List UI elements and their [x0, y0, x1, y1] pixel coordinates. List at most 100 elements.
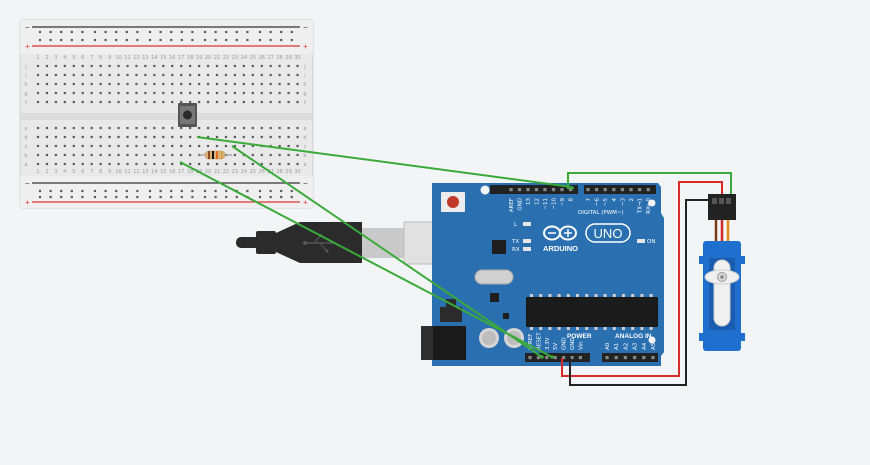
- rail-hole[interactable]: [258, 189, 262, 193]
- breadboard-hole[interactable]: [269, 153, 272, 157]
- breadboard-hole[interactable]: [63, 144, 66, 148]
- rail-hole[interactable]: [258, 30, 262, 34]
- rail-hole[interactable]: [60, 189, 63, 193]
- rail-hole[interactable]: [49, 30, 52, 34]
- rail-hole[interactable]: [125, 38, 128, 42]
- wire-green-button-to-5v[interactable]: [231, 145, 543, 358]
- breadboard-hole[interactable]: [36, 73, 40, 77]
- rail-hole[interactable]: [214, 195, 217, 199]
- breadboard-hole[interactable]: [72, 144, 75, 148]
- rail-hole[interactable]: [290, 195, 293, 199]
- breadboard-hole[interactable]: [171, 144, 174, 148]
- breadboard-hole[interactable]: [189, 82, 192, 86]
- breadboard-hole[interactable]: [206, 91, 210, 95]
- breadboard-hole[interactable]: [206, 135, 210, 139]
- rail-hole[interactable]: [280, 38, 283, 42]
- breadboard-hole[interactable]: [162, 135, 165, 139]
- breadboard-hole[interactable]: [153, 73, 156, 77]
- breadboard-hole[interactable]: [135, 100, 138, 104]
- breadboard-hole[interactable]: [171, 73, 174, 77]
- breadboard-hole[interactable]: [36, 135, 40, 139]
- breadboard-hole[interactable]: [287, 100, 290, 104]
- breadboard-hole[interactable]: [242, 100, 245, 104]
- rail-hole[interactable]: [81, 189, 84, 193]
- breadboard-hole[interactable]: [242, 73, 245, 77]
- breadboard-hole[interactable]: [278, 162, 281, 166]
- breadboard-hole[interactable]: [224, 126, 228, 130]
- breadboard-hole[interactable]: [224, 144, 228, 148]
- breadboard-hole[interactable]: [99, 82, 102, 86]
- power-pin[interactable]: [570, 356, 574, 360]
- breadboard-hole[interactable]: [180, 64, 183, 68]
- breadboard-hole[interactable]: [54, 153, 57, 157]
- rail-hole[interactable]: [38, 38, 42, 42]
- breadboard-hole[interactable]: [117, 64, 120, 68]
- breadboard-hole[interactable]: [251, 100, 254, 104]
- breadboard-hole[interactable]: [206, 126, 210, 130]
- breadboard-hole[interactable]: [144, 135, 147, 139]
- breadboard-hole[interactable]: [81, 135, 84, 139]
- breadboard-hole[interactable]: [99, 153, 102, 157]
- rail-hole[interactable]: [148, 189, 152, 193]
- rail-hole[interactable]: [60, 38, 63, 42]
- breadboard-hole[interactable]: [54, 162, 57, 166]
- wire-green-resistor-to-gnd[interactable]: [179, 161, 553, 358]
- breadboard-hole[interactable]: [81, 162, 84, 166]
- breadboard-hole[interactable]: [180, 100, 183, 104]
- breadboard-hole[interactable]: [296, 91, 299, 95]
- breadboard-hole[interactable]: [117, 82, 120, 86]
- rail-hole[interactable]: [269, 38, 272, 42]
- analog-pin[interactable]: [651, 356, 655, 360]
- header-pin[interactable]: [517, 188, 522, 192]
- breadboard-hole[interactable]: [81, 64, 84, 68]
- breadboard-hole[interactable]: [251, 153, 254, 157]
- breadboard-hole[interactable]: [171, 126, 174, 130]
- rail-hole[interactable]: [136, 30, 139, 34]
- breadboard-hole[interactable]: [233, 82, 236, 86]
- breadboard-hole[interactable]: [269, 64, 272, 68]
- breadboard-hole[interactable]: [81, 144, 84, 148]
- rail-hole[interactable]: [159, 38, 162, 42]
- breadboard-hole[interactable]: [180, 153, 183, 157]
- breadboard-hole[interactable]: [171, 153, 174, 157]
- breadboard-hole[interactable]: [278, 135, 281, 139]
- rail-hole[interactable]: [115, 30, 118, 34]
- rail-hole[interactable]: [136, 189, 139, 193]
- breadboard-hole[interactable]: [287, 64, 290, 68]
- breadboard-hole[interactable]: [260, 162, 263, 166]
- breadboard-hole[interactable]: [260, 153, 263, 157]
- breadboard-hole[interactable]: [36, 144, 40, 148]
- breadboard-hole[interactable]: [296, 162, 299, 166]
- rail-hole[interactable]: [93, 30, 97, 34]
- breadboard-hole[interactable]: [260, 135, 263, 139]
- breadboard-hole[interactable]: [206, 64, 210, 68]
- rail-hole[interactable]: [125, 189, 128, 193]
- breadboard-hole[interactable]: [90, 162, 93, 166]
- breadboard-hole[interactable]: [171, 162, 174, 166]
- breadboard-hole[interactable]: [126, 153, 129, 157]
- analog-pin[interactable]: [614, 356, 618, 360]
- breadboard-hole[interactable]: [224, 82, 228, 86]
- breadboard-hole[interactable]: [54, 64, 57, 68]
- breadboard-hole[interactable]: [153, 100, 156, 104]
- breadboard-hole[interactable]: [233, 162, 236, 166]
- breadboard-hole[interactable]: [90, 91, 93, 95]
- rail-hole[interactable]: [93, 189, 97, 193]
- breadboard-hole[interactable]: [287, 144, 290, 148]
- breadboard-hole[interactable]: [189, 100, 192, 104]
- breadboard-hole[interactable]: [215, 162, 219, 166]
- breadboard-hole[interactable]: [126, 73, 129, 77]
- breadboard-hole[interactable]: [99, 64, 102, 68]
- breadboard-hole[interactable]: [242, 162, 245, 166]
- breadboard-hole[interactable]: [171, 100, 174, 104]
- breadboard-hole[interactable]: [198, 64, 201, 68]
- rail-hole[interactable]: [38, 189, 42, 193]
- breadboard-hole[interactable]: [63, 153, 66, 157]
- breadboard-hole[interactable]: [251, 162, 254, 166]
- push-button[interactable]: [178, 103, 197, 127]
- breadboard-hole[interactable]: [251, 73, 254, 77]
- header-pin[interactable]: [629, 188, 633, 192]
- rail-hole[interactable]: [93, 195, 97, 199]
- breadboard-hole[interactable]: [72, 64, 75, 68]
- rail-hole[interactable]: [246, 30, 249, 34]
